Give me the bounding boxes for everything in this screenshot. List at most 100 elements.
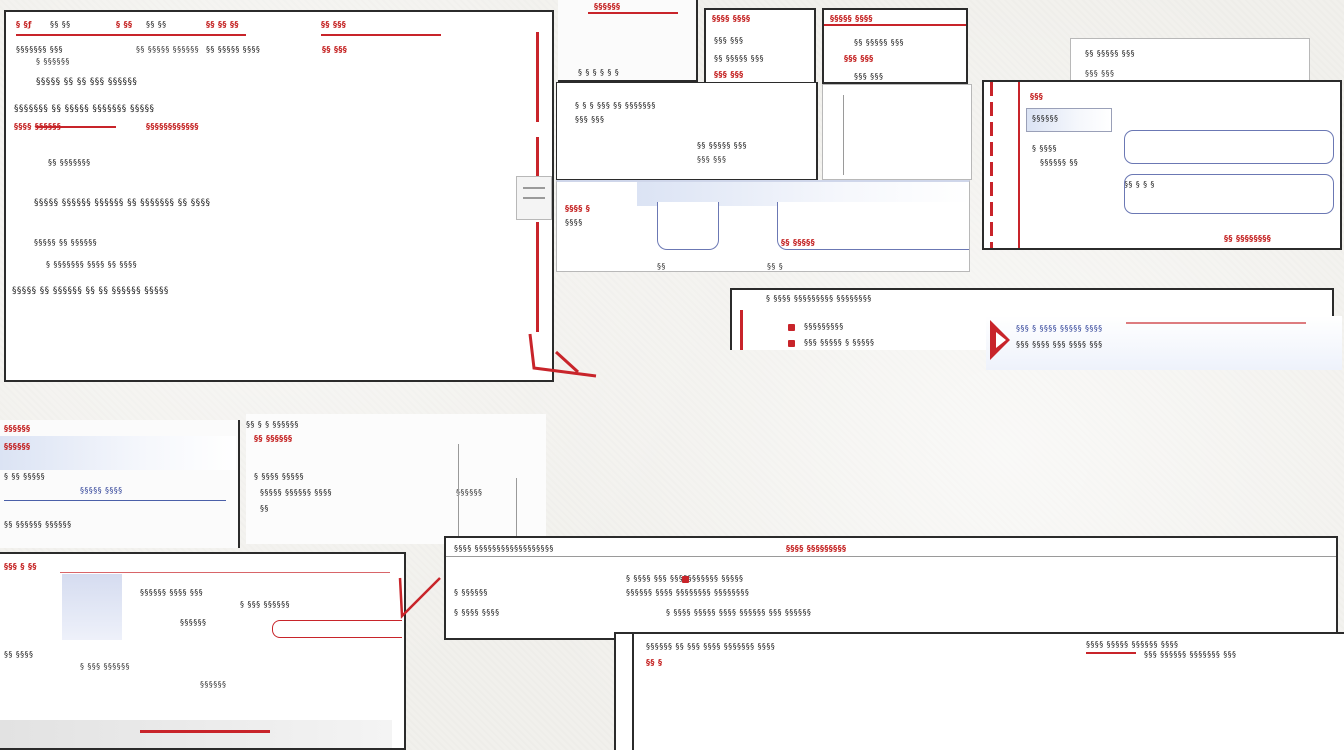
right-dialog: §§§ §§§§§§ § §§§§ §§§§§§ §§ §§ § § § §§ … xyxy=(982,80,1342,250)
menu-item-6[interactable]: §§ §§§ xyxy=(321,20,347,29)
right-band-strip: §§§ § §§§§ §§§§§ §§§§ §§§ §§§§ §§§ §§§§ … xyxy=(986,316,1342,370)
band-row-bottom: §§§ §§§§ §§§ §§§§ §§§ xyxy=(1016,340,1103,349)
mid-input[interactable] xyxy=(657,202,719,250)
red-triangle-icon xyxy=(990,320,1010,360)
bottom-left-footer-bar xyxy=(0,720,392,748)
dialog-header: §§§ xyxy=(1030,92,1044,101)
wide-toolbar-red: §§§§ §§§§§§§§§ xyxy=(786,544,847,553)
small-tab-1[interactable]: §§§§§§ xyxy=(4,442,31,451)
bottom-left-row-3: §§§§§§ xyxy=(180,618,207,627)
top-far-row-2: §§§ §§§ xyxy=(1085,69,1115,78)
menu-item-1[interactable]: § §ƒ xyxy=(16,20,32,29)
bottom-left-row-1: §§§§§§ §§§§ §§§ xyxy=(140,588,204,597)
top-row-a: § § § § § § xyxy=(578,68,620,77)
card-line-3: § §§§§ §§§§§ xyxy=(254,472,304,481)
bottom-left-row-2: § §§§ §§§§§§ xyxy=(240,600,290,609)
sub-label-red: §§ §§§ xyxy=(322,45,348,54)
wide-left-1: § §§§§§§ xyxy=(454,588,488,597)
vertical-rule xyxy=(843,95,844,175)
bottom-left-row-6: §§§§§§ xyxy=(200,680,227,689)
dialog-left-red-bar xyxy=(990,82,993,248)
band-vert-red xyxy=(740,310,743,350)
bottom-left-input[interactable] xyxy=(272,620,402,638)
bottom-right-left-bar xyxy=(632,634,634,750)
top-strip-left: §§§§§§ § § § § § § xyxy=(558,0,698,82)
mid-footer[interactable]: §§ §§§§§ xyxy=(781,238,815,247)
bottom-left-tab-rule xyxy=(60,572,390,573)
bottom-left-tab[interactable]: §§§ § §§ xyxy=(4,562,37,571)
bottom-left-row-5: § §§§ §§§§§§ xyxy=(80,662,130,671)
mid-label-b: §§§§ xyxy=(565,218,583,227)
wide-row-2: §§§§§§ §§§§ §§§§§§§§ §§§§§§§§ xyxy=(626,588,750,597)
band-rule xyxy=(1126,322,1306,324)
small-header-band xyxy=(0,436,236,470)
wide-toolbar-divider xyxy=(446,556,1336,557)
top-tab-a[interactable]: §§§§§§ xyxy=(594,2,621,11)
dialog-input-2[interactable] xyxy=(1124,174,1334,214)
menu-item-3[interactable]: § §§ xyxy=(116,20,133,29)
sub-label-mid: §§ §§§§§ §§§§§§ xyxy=(136,45,200,54)
middle-card: §§ § § §§§§§§ §§ §§§§§§ § §§§§ §§§§§ §§§… xyxy=(246,414,546,544)
content-line-8: §§§§§ §§ §§§§§§ §§ §§ §§§§§§ §§§§§ xyxy=(12,286,169,296)
content-red-b: §§§§§§§§§§§§ xyxy=(146,122,199,131)
content-line-6: §§§§§ §§ §§§§§§ xyxy=(34,238,98,247)
top-row-red: §§§ §§§ xyxy=(714,70,744,79)
selector-line xyxy=(523,197,545,199)
menu-underline-right xyxy=(321,34,441,36)
dialog-field-bar[interactable] xyxy=(1026,108,1112,132)
mid-dialog: §§§§ § §§§§ §§ §§§§§ §§ §§ § xyxy=(556,180,970,272)
wide-toolbar: §§§§ §§§§§§§§§§§§§§§§§§ xyxy=(454,544,554,553)
top-tab-c[interactable]: §§§§§ §§§§ xyxy=(830,14,873,23)
red-arrow-icon xyxy=(528,333,597,378)
sub-label-right: §§ §§§§§ §§§§ xyxy=(206,45,261,54)
top-tab-rule xyxy=(588,12,678,14)
dialog-label-1: § §§§§ xyxy=(1032,144,1057,153)
mid-small-a: §§ xyxy=(657,262,666,271)
scroll-indicator-red[interactable] xyxy=(536,32,539,122)
bottom-left-blue-panel xyxy=(62,574,122,640)
band-item-1: §§§§§§§§§ xyxy=(804,322,844,331)
band-item-2: §§§ §§§§§ § §§§§§ xyxy=(804,338,875,347)
content-b-row-3: §§ §§§§§ §§§ xyxy=(697,141,747,150)
scroll-indicator-red-3[interactable] xyxy=(536,222,539,332)
dialog-field-label: §§§§§§ xyxy=(1032,114,1059,123)
red-connector-icon xyxy=(398,577,441,619)
content-b-row-2: §§§ §§§ xyxy=(575,115,605,124)
dialog-left-red-bar-2 xyxy=(1018,82,1020,248)
content-window-c xyxy=(822,84,972,180)
edge-selector-box[interactable] xyxy=(516,176,552,220)
content-b-row-1: § § § §§§ §§ §§§§§§§ xyxy=(575,101,656,110)
band-bullet-2 xyxy=(788,340,795,347)
bottom-right-sub: §§ § xyxy=(646,658,663,667)
wide-row-3: § §§§§ §§§§§ §§§§ §§§§§§ §§§ §§§§§§ xyxy=(666,608,812,617)
card-side: §§§§§§ xyxy=(456,488,483,497)
top-right-row-2: §§§ §§§ xyxy=(854,72,884,81)
content-line-2: §§§§§ §§ §§ §§§ §§§§§§ xyxy=(36,77,138,87)
top-row-d: §§ §§§§§ §§§ xyxy=(714,54,764,63)
content-line-3: §§§§§§§ §§ §§§§§ §§§§§§§ §§§§§ xyxy=(14,104,155,114)
small-row-1: § §§ §§§§§ xyxy=(4,472,46,481)
menu-item-4[interactable]: §§ §§ xyxy=(146,20,167,29)
bottom-right-right-header: §§§§ §§§§§ §§§§§§ §§§§ xyxy=(1086,640,1179,649)
dialog-label-2: §§§§§§ §§ xyxy=(1040,158,1079,167)
dialog-input-hint: §§ § § § xyxy=(1124,180,1155,189)
bottom-left-footer-red xyxy=(140,730,270,733)
top-tab-b[interactable]: §§§§ §§§§ xyxy=(712,14,751,23)
menu-item-2[interactable]: §§ §§ xyxy=(50,20,71,29)
mid-label-a: §§§§ § xyxy=(565,204,591,213)
dialog-input-1[interactable] xyxy=(1124,130,1334,164)
content-line-7: § §§§§§§§ §§§§ §§ §§§§ xyxy=(46,260,137,269)
mid-input-2[interactable] xyxy=(777,202,969,250)
small-row-2: §§§§§ §§§§ xyxy=(80,486,123,495)
band-title: § §§§§ §§§§§§§§§ §§§§§§§§ xyxy=(766,294,872,303)
small-blue-rule xyxy=(4,500,226,501)
card-side-rule xyxy=(458,444,459,544)
top-right-rule xyxy=(824,24,966,26)
menu-item-5[interactable]: §§ §§ §§ xyxy=(206,20,239,29)
card-line-5: §§ xyxy=(260,504,269,513)
dialog-footer[interactable]: §§ §§§§§§§§ xyxy=(1224,234,1272,243)
bottom-right-red-rule xyxy=(1086,652,1136,654)
band-bullet-1 xyxy=(788,324,795,331)
main-window: § §ƒ §§ §§ § §§ §§ §§ §§ §§ §§ §§ §§§ §§… xyxy=(4,10,554,382)
scroll-indicator-red-2[interactable] xyxy=(536,137,539,187)
